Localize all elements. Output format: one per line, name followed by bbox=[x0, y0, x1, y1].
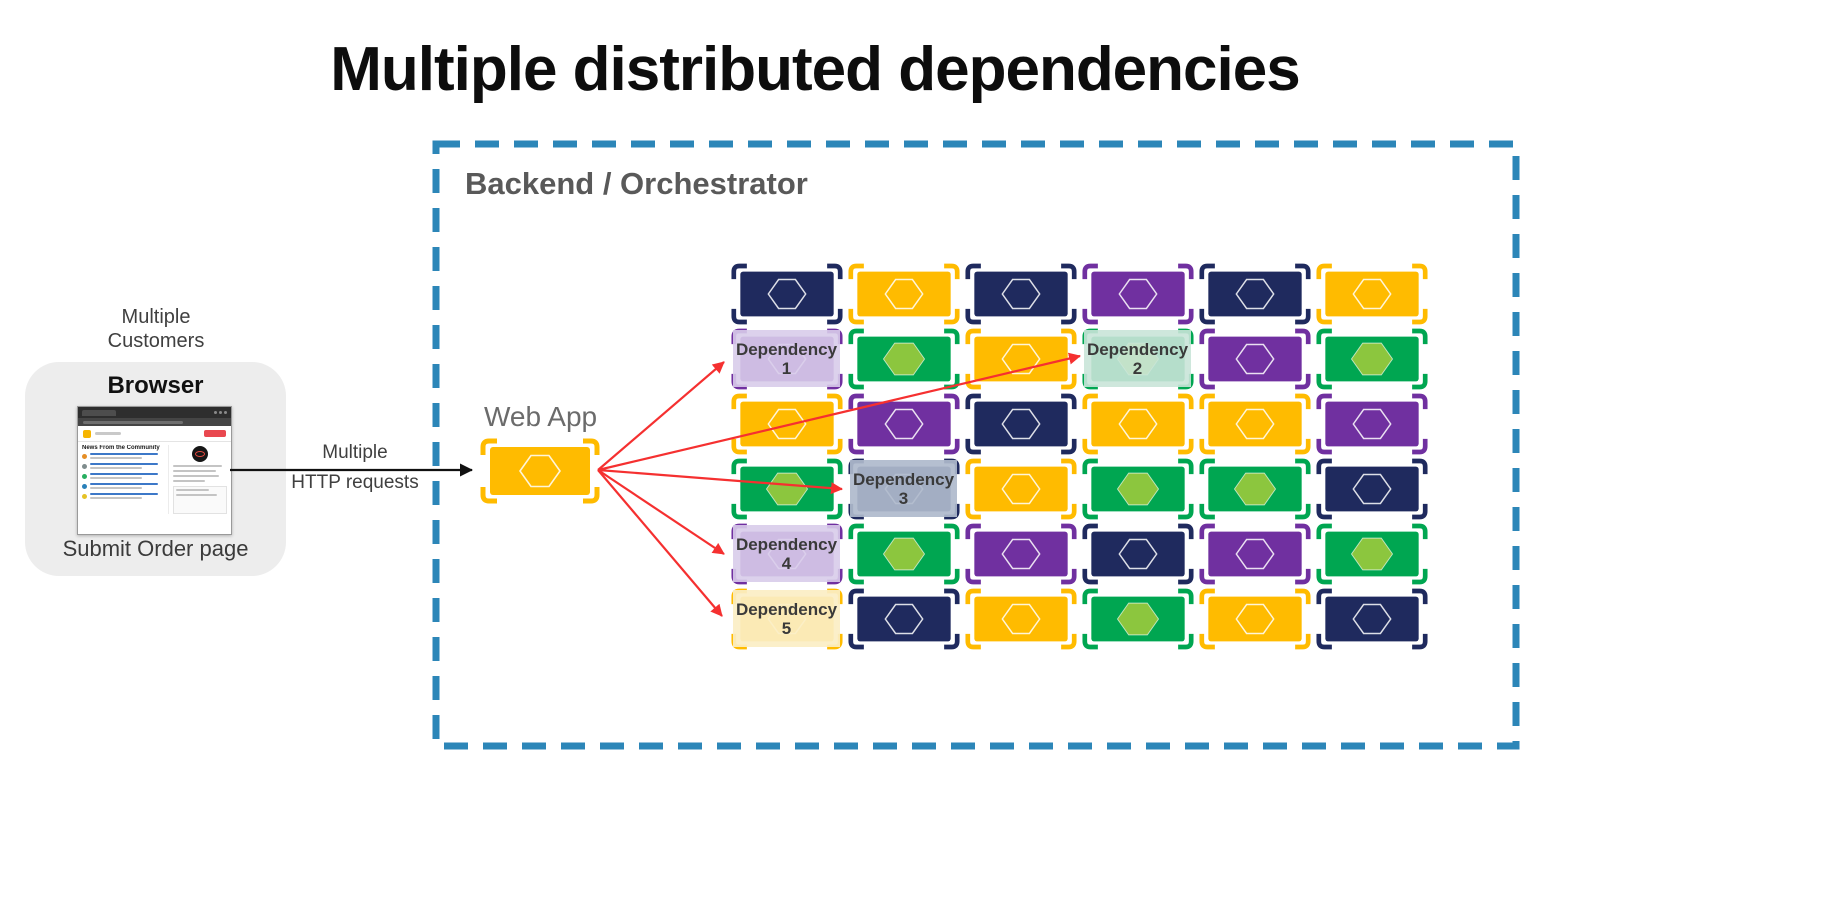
container-icon bbox=[962, 326, 1079, 391]
container-icon bbox=[845, 521, 962, 586]
sidebar-box bbox=[172, 486, 227, 514]
container-icon bbox=[1079, 586, 1196, 651]
news-column: News From the Community bbox=[82, 445, 164, 514]
submit-order-label: Submit Order page bbox=[62, 536, 249, 561]
container-icon bbox=[962, 456, 1079, 521]
container-icon bbox=[1196, 261, 1313, 326]
web-app-label: Web App bbox=[484, 401, 598, 432]
container-icon bbox=[1079, 261, 1196, 326]
window-controls bbox=[214, 411, 227, 414]
container-icon bbox=[728, 261, 845, 326]
news-item bbox=[82, 463, 164, 469]
container-icon bbox=[962, 261, 1079, 326]
http-requests-label-line2: HTTP requests bbox=[291, 472, 419, 493]
news-item bbox=[82, 473, 164, 479]
site-header bbox=[78, 426, 231, 442]
container-icon bbox=[728, 456, 845, 521]
page-title: Multiple distributed dependencies bbox=[330, 35, 1300, 104]
container-icon bbox=[1079, 391, 1196, 456]
site-header-button bbox=[204, 430, 226, 437]
backend-frame bbox=[432, 140, 1520, 750]
container-icon bbox=[845, 391, 962, 456]
news-item bbox=[82, 453, 164, 459]
container-icon bbox=[962, 521, 1079, 586]
container-icon bbox=[1313, 521, 1430, 586]
container-icon bbox=[1313, 586, 1430, 651]
container-icon bbox=[1196, 326, 1313, 391]
site-body: News From the Community bbox=[78, 442, 231, 517]
container-icon bbox=[728, 391, 845, 456]
container-icon bbox=[1313, 261, 1430, 326]
browser-title: Browser bbox=[107, 372, 204, 399]
sidebar-logo bbox=[191, 446, 208, 462]
container-icon bbox=[1196, 586, 1313, 651]
sidebar-column bbox=[167, 445, 227, 514]
news-item bbox=[82, 483, 164, 489]
news-item bbox=[82, 493, 164, 499]
container-icon bbox=[962, 391, 1079, 456]
site-nav-lines bbox=[95, 432, 121, 435]
browser-screenshot: News From the Community bbox=[77, 406, 232, 535]
backend-label: Backend / Orchestrator bbox=[465, 166, 808, 201]
container-icon bbox=[962, 586, 1079, 651]
container-icon bbox=[845, 261, 962, 326]
browser-tab bbox=[82, 409, 116, 416]
container-icon bbox=[1196, 391, 1313, 456]
container-icon bbox=[1196, 521, 1313, 586]
customers-label: Multiple Customers bbox=[107, 306, 205, 352]
container-icon bbox=[1313, 326, 1430, 391]
address-bar bbox=[78, 418, 231, 426]
backend-frame-border bbox=[432, 140, 1520, 750]
web-app-icon bbox=[480, 438, 600, 504]
news-heading: News From the Community bbox=[82, 445, 160, 451]
http-requests-label-line1: Multiple bbox=[322, 442, 388, 463]
container-icon bbox=[1196, 456, 1313, 521]
container-icon bbox=[845, 586, 962, 651]
container-icon bbox=[1079, 456, 1196, 521]
container-icon bbox=[845, 326, 962, 391]
container-icon bbox=[1313, 391, 1430, 456]
browser-chrome-bar bbox=[78, 407, 231, 418]
container-icon bbox=[1079, 521, 1196, 586]
container-icon bbox=[1313, 456, 1430, 521]
site-logo bbox=[83, 429, 91, 438]
